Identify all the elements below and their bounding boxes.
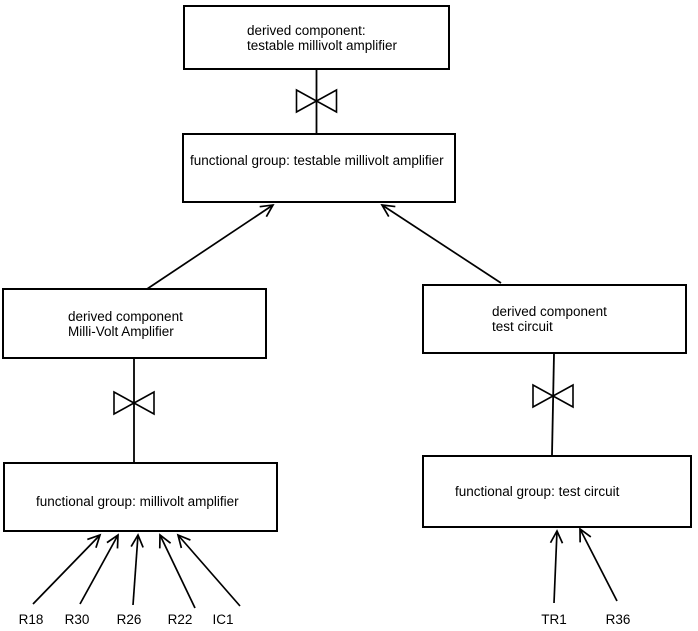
- node-label-line: Milli-Volt Amplifier: [68, 323, 174, 339]
- component-label-r18: R18: [18, 612, 44, 627]
- component-label-r30: R30: [64, 612, 90, 627]
- node-derived-component-testable: derived component: testable millivolt am…: [183, 5, 450, 70]
- component-label-r26: R26: [116, 612, 142, 627]
- arrow-r30: [79, 533, 119, 605]
- arrow-ic1: [176, 533, 241, 607]
- arrow-r26: [130, 533, 144, 606]
- component-label-ic1: IC1: [212, 612, 234, 627]
- arrow-r36: [579, 527, 618, 602]
- arrow-r18: [32, 533, 102, 605]
- arrow-tr1: [549, 529, 564, 604]
- node-functional-group-test: functional group: test circuit: [422, 455, 692, 528]
- bowtie-icon: [295, 88, 338, 114]
- node-label-line: derived component:: [247, 22, 366, 38]
- node-label-line: functional group: testable millivolt amp…: [190, 152, 444, 168]
- node-functional-group-testable: functional group: testable millivolt amp…: [182, 133, 456, 203]
- component-label-r36: R36: [605, 612, 631, 627]
- node-label-line: test circuit: [492, 319, 553, 334]
- node-derived-component-millivolt: derived component Milli-Volt Amplifier: [2, 288, 267, 359]
- bowtie-icon: [532, 383, 574, 409]
- component-label-r22: R22: [167, 612, 193, 627]
- node-label-line: derived component: [68, 308, 183, 324]
- node-label-line: functional group: millivolt amplifier: [36, 493, 239, 509]
- node-functional-group-millivolt: functional group: millivolt amplifier: [3, 462, 278, 532]
- edge-right-decomposition: [551, 353, 555, 456]
- arrow-derived-test-to-functional-testable: [380, 203, 502, 284]
- node-label-line: derived component: [492, 304, 607, 319]
- arrow-r22: [158, 533, 196, 609]
- arrow-derived-millivolt-to-functional-testable: [146, 203, 275, 290]
- node-label-line: testable millivolt amplifier: [247, 37, 398, 53]
- bowtie-icon: [113, 390, 155, 416]
- node-derived-component-test: derived component test circuit: [422, 284, 687, 354]
- component-label-tr1: TR1: [541, 612, 567, 627]
- node-label-line: functional group: test circuit: [455, 484, 620, 499]
